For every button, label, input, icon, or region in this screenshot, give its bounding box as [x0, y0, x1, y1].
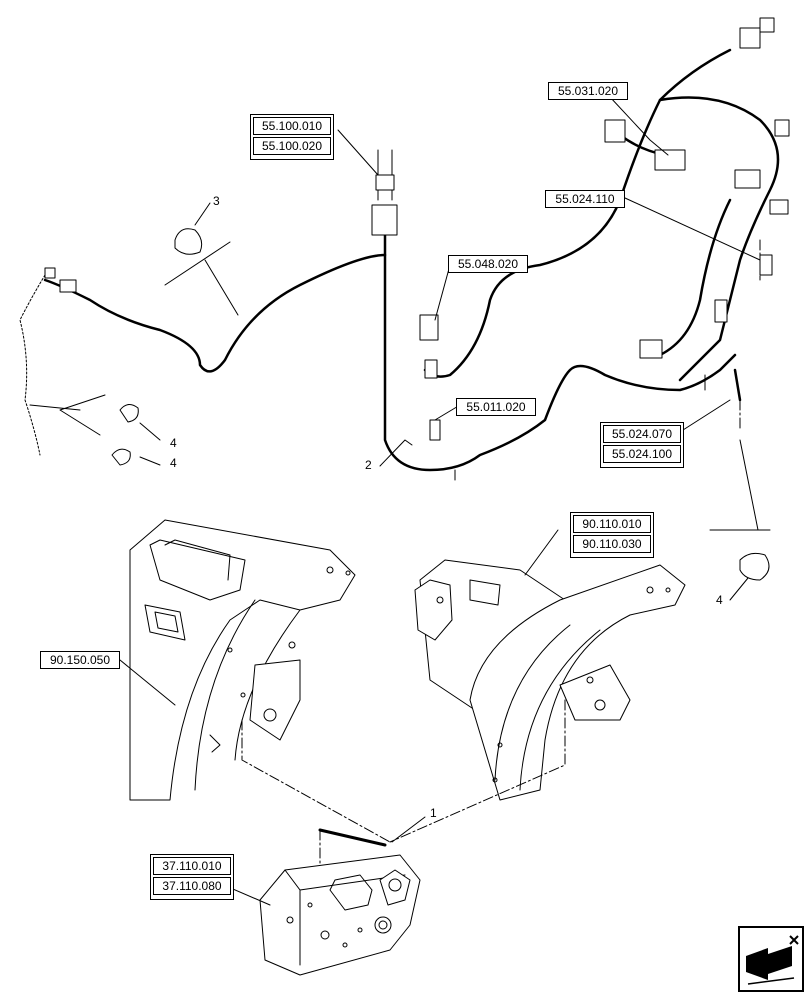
callout-1: 1 [430, 806, 437, 820]
harness-connectors [44, 17, 790, 481]
next-page-arrow-icon[interactable] [738, 926, 804, 992]
right-fender [414, 559, 686, 801]
ref-group-90-110: 90.110.010 90.110.030 [570, 512, 654, 558]
explode-markers [29, 241, 771, 531]
callout-3: 3 [213, 194, 220, 208]
callout-2: 2 [365, 458, 372, 472]
callout-4-lower: 4 [170, 456, 177, 470]
ref-55-100-010[interactable]: 55.100.010 [253, 117, 331, 135]
ref-55-100-020[interactable]: 55.100.020 [253, 137, 331, 155]
callout-4-upper: 4 [170, 436, 177, 450]
left-wire [19, 274, 46, 456]
ref-55-048-020[interactable]: 55.048.020 [448, 255, 528, 273]
ref-group-37-110: 37.110.010 37.110.080 [150, 854, 234, 900]
ref-90-110-010[interactable]: 90.110.010 [573, 515, 651, 533]
ref-55-024-110[interactable]: 55.024.110 [545, 190, 625, 208]
ref-37-110-010[interactable]: 37.110.010 [153, 857, 231, 875]
leader-lines [119, 96, 761, 906]
ref-55-031-020[interactable]: 55.031.020 [548, 82, 628, 100]
left-fender [129, 519, 356, 801]
ref-55-024-070[interactable]: 55.024.070 [603, 425, 681, 443]
ref-90-110-030[interactable]: 90.110.030 [573, 535, 651, 553]
ref-90-150-050[interactable]: 90.150.050 [40, 651, 120, 669]
clips [111, 228, 770, 581]
callout-4-right: 4 [716, 593, 723, 607]
hitch-housing [259, 828, 421, 976]
ref-group-55-024: 55.024.070 55.024.100 [600, 422, 684, 468]
ref-37-110-080[interactable]: 37.110.080 [153, 877, 231, 895]
main-harness [43, 48, 780, 472]
ref-55-024-100[interactable]: 55.024.100 [603, 445, 681, 463]
ref-group-55-100: 55.100.010 55.100.020 [250, 114, 334, 160]
ref-55-011-020[interactable]: 55.011.020 [456, 398, 536, 416]
